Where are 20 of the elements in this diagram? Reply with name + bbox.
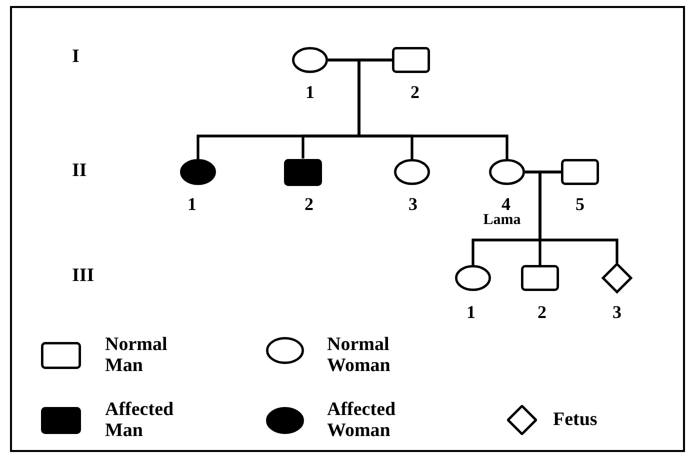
individual-number: 1: [466, 302, 476, 322]
descent-line: [358, 58, 508, 159]
individual-number: 3: [408, 194, 418, 214]
generation-label: III: [72, 266, 94, 286]
legend-text: Affected Man: [105, 399, 175, 441]
individual-number: 1: [188, 194, 196, 214]
legend-text: Normal Woman: [327, 334, 392, 376]
individual-number: 5: [576, 194, 584, 214]
individual-number: 3: [612, 302, 622, 322]
individual-number: 2: [538, 302, 546, 322]
individual-number: 4: [502, 194, 510, 214]
name-label: Lama: [483, 211, 521, 230]
legend-text: Fetus: [553, 409, 598, 430]
individual-number: 2: [304, 194, 314, 214]
legend-text: Affected Woman: [327, 399, 397, 441]
generation-label: I: [72, 47, 80, 67]
individual-number: 2: [410, 82, 420, 102]
generation-label: II: [72, 161, 87, 181]
individual-number: 1: [306, 82, 314, 102]
legend-text: Normal Man: [105, 334, 168, 376]
